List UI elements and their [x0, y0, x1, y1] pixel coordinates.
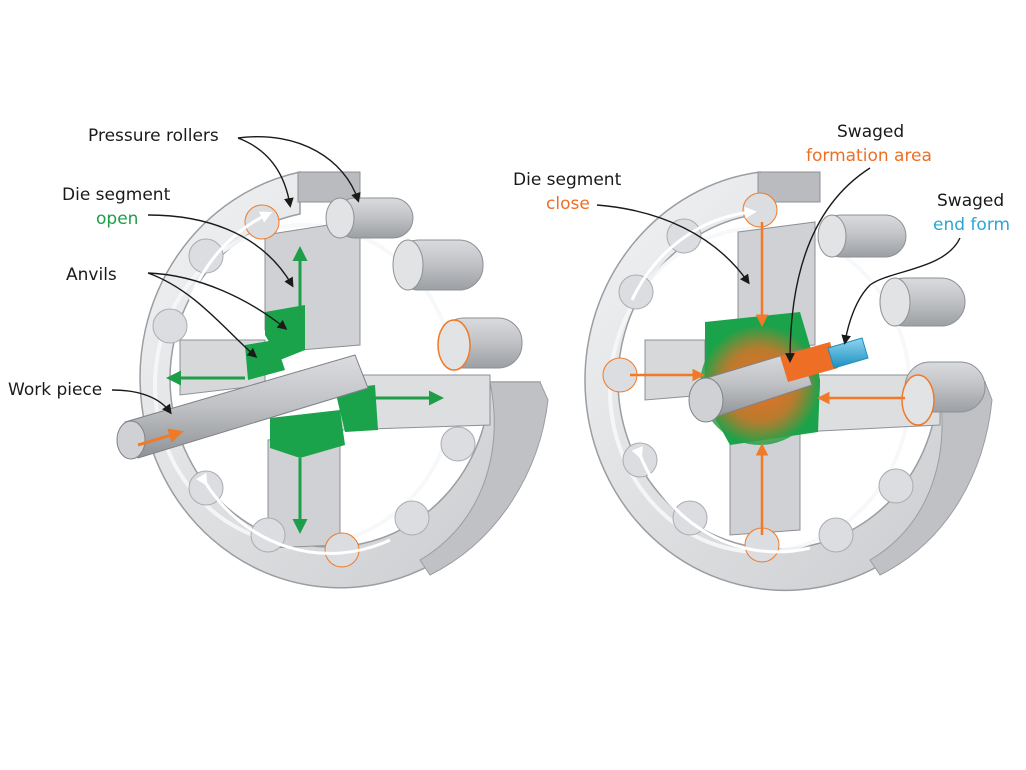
leader-end-form — [841, 237, 961, 345]
label-pressure-rollers: Pressure rollers — [88, 126, 219, 146]
label-formation-area: formation area — [806, 146, 932, 166]
left-rotation-arrow-icon — [196, 472, 391, 555]
right-housing-side — [869, 381, 993, 576]
left-rotation-arrow-icon-top — [188, 211, 273, 301]
leader-work-piece — [111, 389, 172, 415]
label-end-form: end form — [933, 215, 1010, 235]
leader-pressure-rollers-1 — [237, 137, 294, 208]
right-pressure-roller-3 — [901, 361, 986, 426]
right-swaging-head — [584, 171, 993, 592]
left-housing-side — [419, 381, 549, 576]
left-ring-roller — [152, 308, 188, 344]
left-pressure-roller-3 — [437, 317, 523, 371]
leader-die-segment-close — [596, 204, 750, 285]
label-swaged: Swaged — [837, 122, 904, 142]
right-ring-roller — [622, 442, 658, 478]
leader-anvils-2 — [147, 272, 258, 358]
left-work-piece-end — [116, 420, 146, 460]
leader-formation-area — [785, 167, 871, 363]
label-swaged-end: Swaged — [937, 191, 1004, 211]
right-pressure-roller-1 — [817, 214, 907, 258]
left-anvil-right — [335, 385, 378, 432]
left-anvil-bottom — [270, 410, 345, 458]
label-die-state-open: open — [96, 209, 138, 229]
feed-arrow-icon — [137, 428, 184, 447]
left-pressure-roller-1 — [325, 197, 414, 239]
left-leader-lines — [111, 136, 361, 415]
label-die-segment-right: Die segment — [513, 170, 622, 190]
left-pressure-roller-2 — [392, 239, 484, 291]
left-ring-roller — [244, 204, 280, 240]
right-work-piece-end — [688, 377, 724, 423]
leader-pressure-rollers-2 — [237, 136, 361, 203]
label-anvils: Anvils — [66, 265, 117, 285]
right-swaged-end-form — [827, 337, 869, 369]
label-work-piece: Work piece — [8, 380, 102, 400]
right-leader-lines — [596, 167, 961, 363]
left-ring-roller — [394, 500, 430, 536]
right-ring-roller — [878, 468, 914, 504]
left-ring-roller — [250, 517, 286, 553]
right-die-lower — [729, 431, 801, 536]
left-ring-roller — [188, 238, 224, 274]
label-die-state-close: close — [546, 194, 590, 214]
left-swaging-head — [116, 171, 549, 589]
right-rotation-arrow-icon-top — [630, 206, 757, 301]
right-ring-rollers — [602, 192, 914, 563]
right-swaged-section — [780, 342, 838, 382]
right-ring-roller — [742, 192, 778, 228]
left-housing-top-block — [297, 171, 361, 203]
leader-die-segment — [147, 214, 294, 288]
left-ring-rollers — [152, 204, 476, 568]
right-rotation-arrow-icon — [631, 446, 811, 554]
label-die-segment-left: Die segment — [62, 185, 171, 205]
right-pressure-roller-2 — [879, 277, 966, 327]
leader-anvils-1 — [147, 272, 288, 330]
right-ring-roller — [818, 517, 854, 553]
left-ring-roller — [440, 426, 476, 462]
